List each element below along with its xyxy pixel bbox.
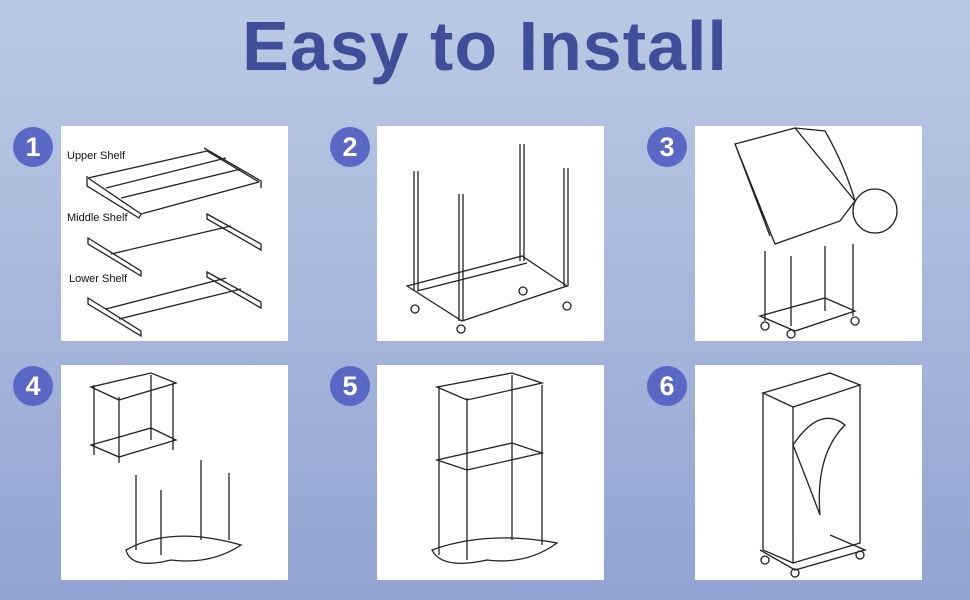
step-5-panel <box>377 365 604 580</box>
step-6-panel <box>695 365 922 580</box>
step-3-panel <box>695 126 922 341</box>
lower-shelf-label: Lower Shelf <box>69 273 128 285</box>
step-badge-1: 1 <box>13 127 53 167</box>
shelf-parts-illustration <box>86 147 262 338</box>
upper-shelf-label: Upper Shelf <box>67 150 126 162</box>
cover-top-illustration <box>734 127 898 339</box>
step-badge-2: 2 <box>330 127 370 167</box>
step-badge-3: 3 <box>647 127 687 167</box>
frame-assembly-illustration <box>89 372 243 564</box>
step-2-panel <box>377 126 604 341</box>
two-tier-frame-illustration <box>431 372 559 564</box>
finished-wardrobe-illustration <box>759 372 867 578</box>
step-badge-5: 5 <box>330 366 370 406</box>
step-badge-4: 4 <box>13 366 53 406</box>
step-badge-6: 6 <box>647 366 687 406</box>
middle-shelf-label: Middle Shelf <box>67 212 128 224</box>
step-1-panel: Upper Shelf Middle Shelf Lower Shelf <box>61 126 288 341</box>
step-4-panel <box>61 365 288 580</box>
frame-legs-illustration <box>405 144 572 334</box>
page-title: Easy to Install <box>242 7 728 85</box>
